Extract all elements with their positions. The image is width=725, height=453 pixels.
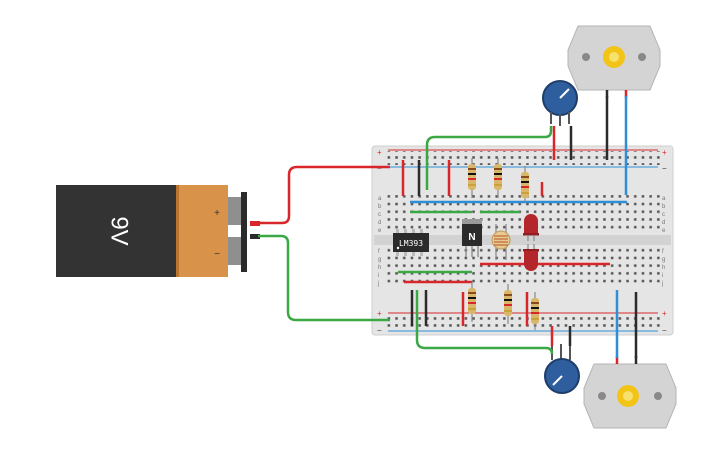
wire-battery-negative[interactable] [258,234,390,322]
row-letter-d-right: d [662,220,665,226]
row-letter-f: f [378,249,380,255]
row-letter-e-right: e [662,228,666,234]
resistor-icon[interactable] [468,158,529,202]
row-letter-f-right: f [662,249,664,255]
rail-minus-top-right: − [662,164,667,173]
rail-plus-top-left: + [377,148,382,157]
row-letter-c-right: c [662,212,665,218]
resistor-icon-bottom[interactable] [468,282,539,330]
row-letter-b: b [378,204,382,210]
row-letter-e: e [378,228,382,234]
row-letter-i-right: i [662,273,663,279]
battery-plus-terminal[interactable] [250,221,260,226]
photoresistor-icon[interactable] [491,224,511,260]
row-letter-a-right: a [662,196,666,202]
rail-minus-bottom-left: − [377,326,382,335]
potentiometer-icon-bottom[interactable] [544,344,580,394]
rail-minus-top-left: − [377,164,382,173]
row-letter-h-right: h [662,265,665,271]
motor-icon[interactable] [567,25,661,98]
wire-battery-positive[interactable] [258,165,390,225]
battery-plus-sign: + [214,208,220,219]
row-letter-c: c [378,212,381,218]
led-icon[interactable] [523,214,539,241]
wire-pot-top-green[interactable] [425,126,553,190]
breadboard: a b c d e a b c d e f g h i j f g h i j … [371,145,674,336]
led-icon-bottom[interactable] [523,244,539,271]
row-letter-j: j [377,281,379,287]
row-letter-h: h [378,265,381,271]
jumper-wires[interactable] [398,160,627,326]
rail-plus-top-right: + [662,148,667,157]
row-letter-j-right: j [661,281,663,287]
battery-label: 9V [106,216,133,245]
transistor-label: N [468,232,475,243]
row-letter-a: a [378,196,382,202]
battery-minus-sign: − [214,249,220,260]
row-letter-i: i [378,273,379,279]
row-letter-b-right: b [662,204,666,210]
lm393-chip[interactable]: LM393 [393,229,429,256]
row-letter-g: g [378,257,381,263]
rail-minus-bottom-right: − [662,326,667,335]
transistor-icon[interactable]: N [462,219,482,257]
rail-plus-bottom-right: + [662,309,667,318]
chip-label: LM393 [399,239,423,248]
motor-icon-bottom[interactable] [583,356,677,429]
battery-icon[interactable]: 9V + − [56,185,260,277]
rail-plus-bottom-left: + [377,309,382,318]
row-letter-d: d [378,220,381,226]
battery-minus-terminal[interactable] [250,234,260,239]
row-letter-g-right: g [662,257,665,263]
potentiometer-icon[interactable] [542,80,578,126]
wire-pot-bottom-green[interactable] [415,290,554,355]
